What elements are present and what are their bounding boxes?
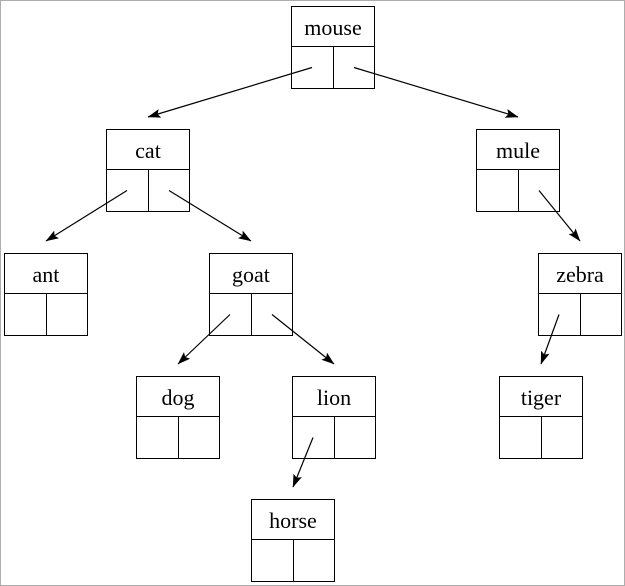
node-label: mouse	[292, 7, 374, 47]
node-label: lion	[293, 377, 375, 417]
node-left-pointer-cell	[293, 417, 335, 458]
node-label: tiger	[500, 377, 582, 417]
node-right-pointer-cell	[149, 170, 190, 211]
node-right-pointer-cell	[179, 417, 220, 458]
node-pointer-cells	[252, 540, 334, 581]
node-left-pointer-cell	[252, 540, 294, 581]
tree-node-cat: cat	[106, 129, 190, 212]
node-right-pointer-cell	[47, 294, 88, 335]
node-pointer-cells	[500, 417, 582, 458]
node-left-pointer-cell	[137, 417, 179, 458]
tree-node-ant: ant	[4, 253, 88, 336]
node-label: cat	[107, 130, 189, 170]
tree-node-goat: goat	[209, 253, 293, 336]
pointer-arrow-mouse-left-to-cat	[147, 66, 313, 118]
node-pointer-cells	[210, 294, 292, 335]
node-right-pointer-cell	[542, 417, 583, 458]
node-left-pointer-cell	[107, 170, 149, 211]
node-label: goat	[210, 254, 292, 294]
node-right-pointer-cell	[581, 294, 622, 335]
node-left-pointer-cell	[477, 170, 519, 211]
node-left-pointer-cell	[210, 294, 252, 335]
node-pointer-cells	[5, 294, 87, 335]
pointer-arrow-mouse-right-to-mule	[353, 66, 519, 118]
tree-node-zebra: zebra	[538, 253, 622, 336]
node-right-pointer-cell	[252, 294, 293, 335]
node-right-pointer-cell	[519, 170, 560, 211]
tree-node-dog: dog	[136, 376, 220, 459]
node-left-pointer-cell	[539, 294, 581, 335]
node-pointer-cells	[107, 170, 189, 211]
node-label: dog	[137, 377, 219, 417]
node-right-pointer-cell	[334, 47, 375, 88]
node-label: mule	[477, 130, 559, 170]
tree-node-horse: horse	[251, 499, 335, 582]
node-right-pointer-cell	[294, 540, 335, 581]
node-pointer-cells	[539, 294, 621, 335]
node-right-pointer-cell	[335, 417, 376, 458]
tree-node-lion: lion	[292, 376, 376, 459]
node-pointer-cells	[477, 170, 559, 211]
node-pointer-cells	[293, 417, 375, 458]
node-label: horse	[252, 500, 334, 540]
node-pointer-cells	[137, 417, 219, 458]
tree-node-tiger: tiger	[499, 376, 583, 459]
node-left-pointer-cell	[292, 47, 334, 88]
tree-node-mouse: mouse	[291, 6, 375, 89]
node-left-pointer-cell	[500, 417, 542, 458]
node-left-pointer-cell	[5, 294, 47, 335]
node-label: ant	[5, 254, 87, 294]
node-label: zebra	[539, 254, 621, 294]
node-pointer-cells	[292, 47, 374, 88]
tree-node-mule: mule	[476, 129, 560, 212]
